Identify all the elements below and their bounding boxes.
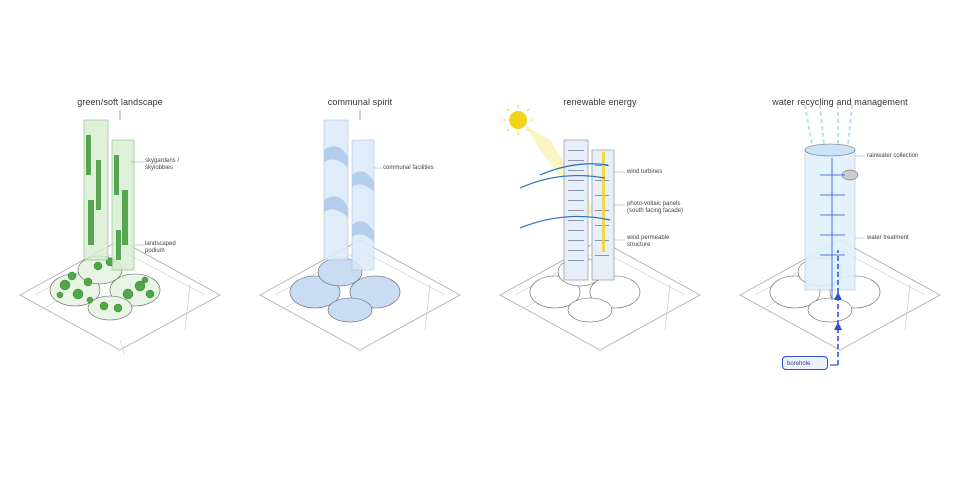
- water-management-diagram: [739, 104, 941, 366]
- communal-facilities-label: communal facilities: [383, 165, 434, 171]
- panel-green-landscape: green/soft landscape skyga: [0, 0, 240, 479]
- renewable-energy-diagram: [499, 105, 701, 351]
- structure-label: structure: [627, 242, 651, 248]
- wind-turbines-label: wind turbines: [627, 169, 663, 175]
- communal-spirit-diagram: [259, 110, 461, 351]
- pv-panels-label: photo-voltaic panels: [627, 201, 681, 207]
- rainwater-collection-label: rainwater collection: [867, 153, 919, 159]
- panel-renewable-energy: renewable energy: [480, 0, 720, 479]
- borehole-label: borehole: [782, 356, 828, 370]
- water-treatment-label: water treatment: [867, 235, 909, 241]
- wind-permeable-label: wind permeable: [627, 235, 670, 241]
- panel-title: renewable energy: [563, 97, 637, 107]
- skylobbies-label: skylobbies: [145, 165, 174, 171]
- south-facade-label: (south facing facade): [627, 208, 684, 214]
- panel-water-management: water recycling and management: [720, 0, 960, 479]
- panel-communal-spirit: communal spirit communal facilities: [240, 0, 480, 479]
- panel-title: green/soft landscape: [77, 97, 163, 107]
- panel-title: communal spirit: [327, 97, 393, 107]
- podium-label: podium: [145, 248, 165, 254]
- green-landscape-diagram: [19, 110, 221, 356]
- panel-title: water recycling and management: [772, 97, 908, 107]
- skygardens-label: skygardens /: [145, 158, 180, 164]
- landscaped-label: landscaped: [145, 241, 176, 247]
